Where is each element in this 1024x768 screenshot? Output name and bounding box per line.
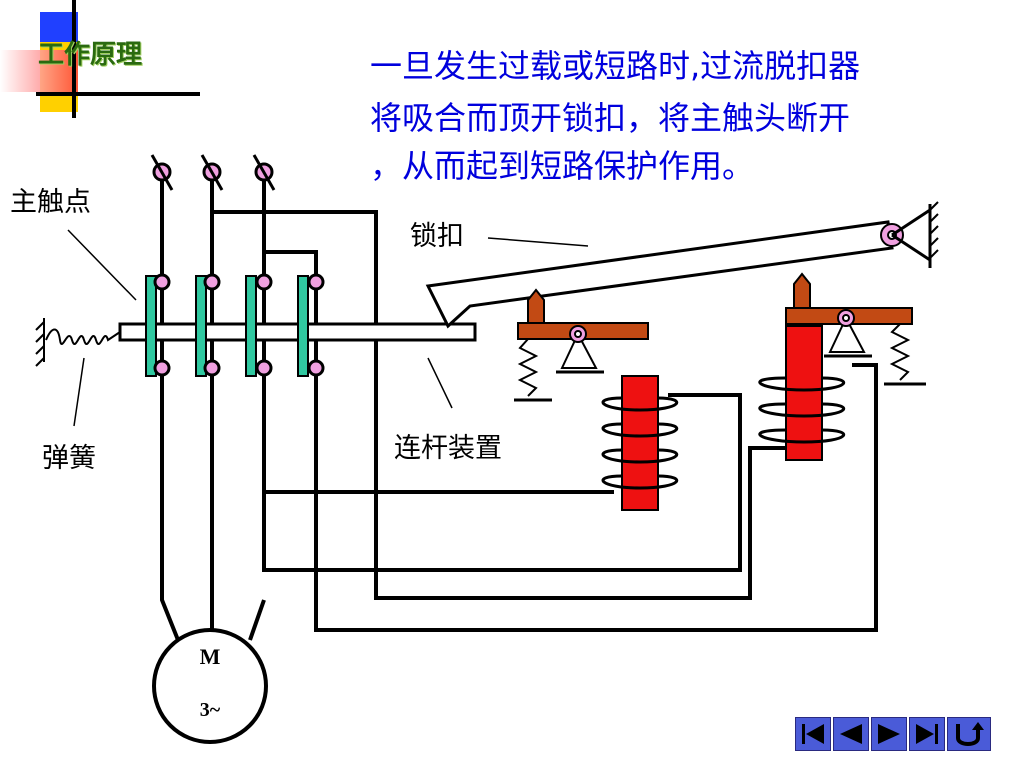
title-decoration [0,0,200,118]
spring-left [35,318,121,367]
pointer-lines [67,229,589,427]
nav-last-button[interactable] [909,717,945,751]
nav-return-button[interactable] [947,717,991,751]
next-icon [878,724,900,744]
nav-previous-button[interactable] [833,717,869,751]
wire-phase-3 [262,178,742,572]
motor [152,628,268,744]
body-line-2: 将吸合而顶开锁扣，将主触头断开 [370,99,851,137]
wire-top-loop-b [264,250,878,632]
label-linkage: 连杆装置 [394,433,502,464]
main-contacts [145,275,309,377]
skip-first-icon [802,724,824,744]
top-terminals [150,154,276,191]
skip-last-icon [916,724,938,744]
wire-phase-1 [160,178,180,641]
trip-lever-left [514,288,649,402]
slide-navigation [795,717,1000,751]
motor-phase: 3~ [200,699,221,721]
nav-next-button[interactable] [871,717,907,751]
trip-lever-right [785,272,926,386]
label-latch: 锁扣 [410,221,464,252]
latch-lever [425,220,894,329]
motor-name: M [200,644,221,669]
body-line-1: 一旦发生过载或短路时,过流脱扣器 [370,47,861,85]
previous-icon [840,724,862,744]
overcurrent-coil [758,325,846,461]
label-main-contacts: 主触点 [10,187,91,218]
body-line-3: ，从而起到短路保护作用。 [370,147,755,185]
wire-top-loop-a [212,210,785,600]
return-icon [956,722,984,746]
contact-terminals [153,273,325,377]
nav-first-button[interactable] [795,717,831,751]
latch-pivot [880,201,939,268]
slide-title: 工作原理 [38,40,143,70]
undervoltage-coil [601,375,679,511]
label-spring: 弹簧 [42,443,96,474]
wire-motor-right [248,599,266,641]
